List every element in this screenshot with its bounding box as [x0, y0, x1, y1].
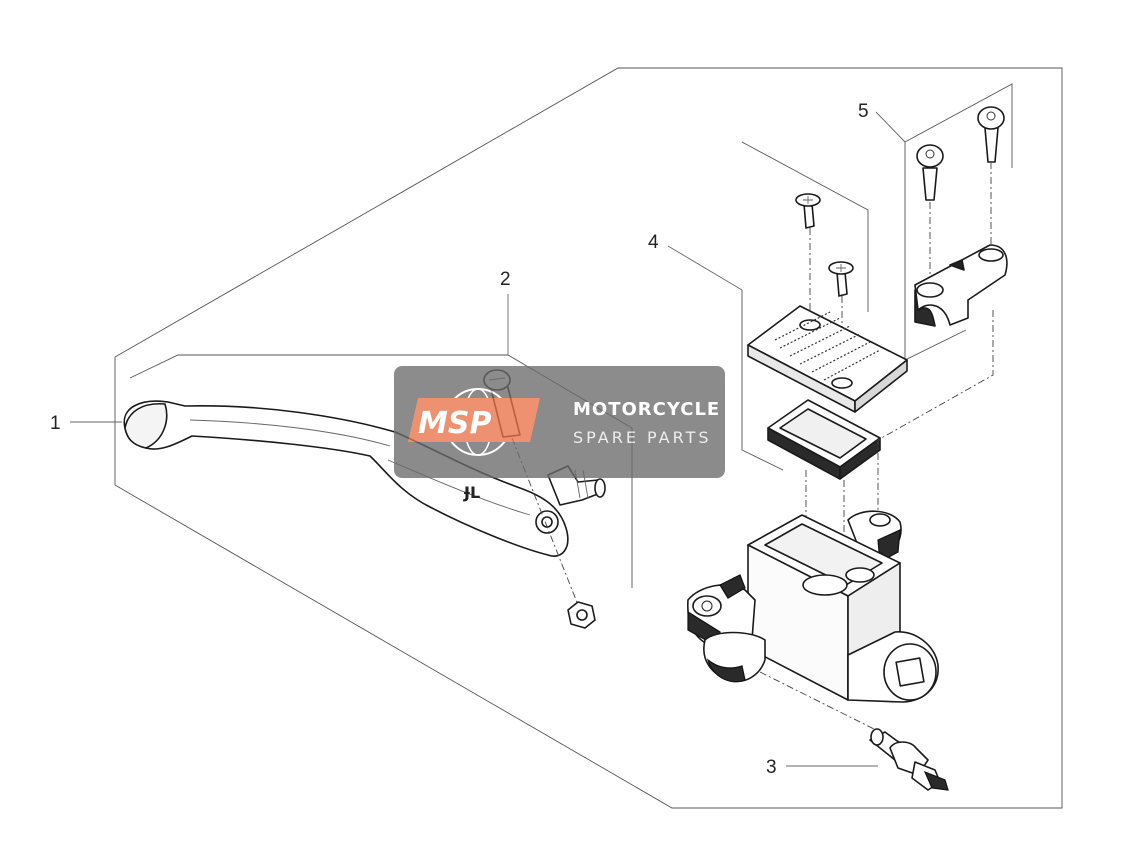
cap-screw-upper[interactable]	[795, 193, 821, 229]
callout-3[interactable]: 3	[766, 757, 878, 778]
clamp-bolt-left[interactable]	[916, 144, 944, 201]
callout-5[interactable]: 5	[858, 101, 906, 143]
svg-text:ɈL: ɈL	[463, 483, 480, 502]
clamp-to-cylinder-axis	[877, 310, 994, 510]
reservoir-cap-frame-lower	[741, 290, 784, 471]
callout-2[interactable]: 2	[500, 269, 511, 355]
watermark-logo-text: MSP	[418, 406, 491, 441]
svg-text:1: 1	[50, 413, 61, 434]
watermark-subtitle: SPARE PARTS	[573, 428, 712, 447]
brake-light-switch[interactable]	[869, 728, 949, 791]
master-cylinder-body[interactable]	[687, 510, 939, 703]
callout-1[interactable]: 1	[50, 413, 122, 434]
reservoir-diaphragm[interactable]	[767, 399, 881, 480]
lever-nut[interactable]	[567, 601, 596, 629]
watermark-panel	[394, 366, 725, 478]
watermark-badge: MSP MOTORCYCLE SPARE PARTS	[394, 366, 725, 478]
svg-text:2: 2	[500, 269, 511, 290]
reservoir-cap[interactable]	[747, 305, 908, 413]
svg-text:5: 5	[858, 101, 869, 122]
reservoir-cap-frame	[741, 141, 869, 312]
watermark-title: MOTORCYCLE	[573, 399, 720, 420]
assembly-frame	[114, 67, 1063, 809]
svg-text:3: 3	[766, 757, 777, 778]
clamp-bolt-right[interactable]	[977, 106, 1005, 163]
cap-screw-lower[interactable]	[828, 261, 854, 297]
clamp-frame	[904, 83, 1013, 168]
svg-text:4: 4	[648, 232, 659, 253]
handlebar-clamp[interactable]	[914, 244, 1008, 327]
callout-4[interactable]: 4	[648, 232, 743, 291]
